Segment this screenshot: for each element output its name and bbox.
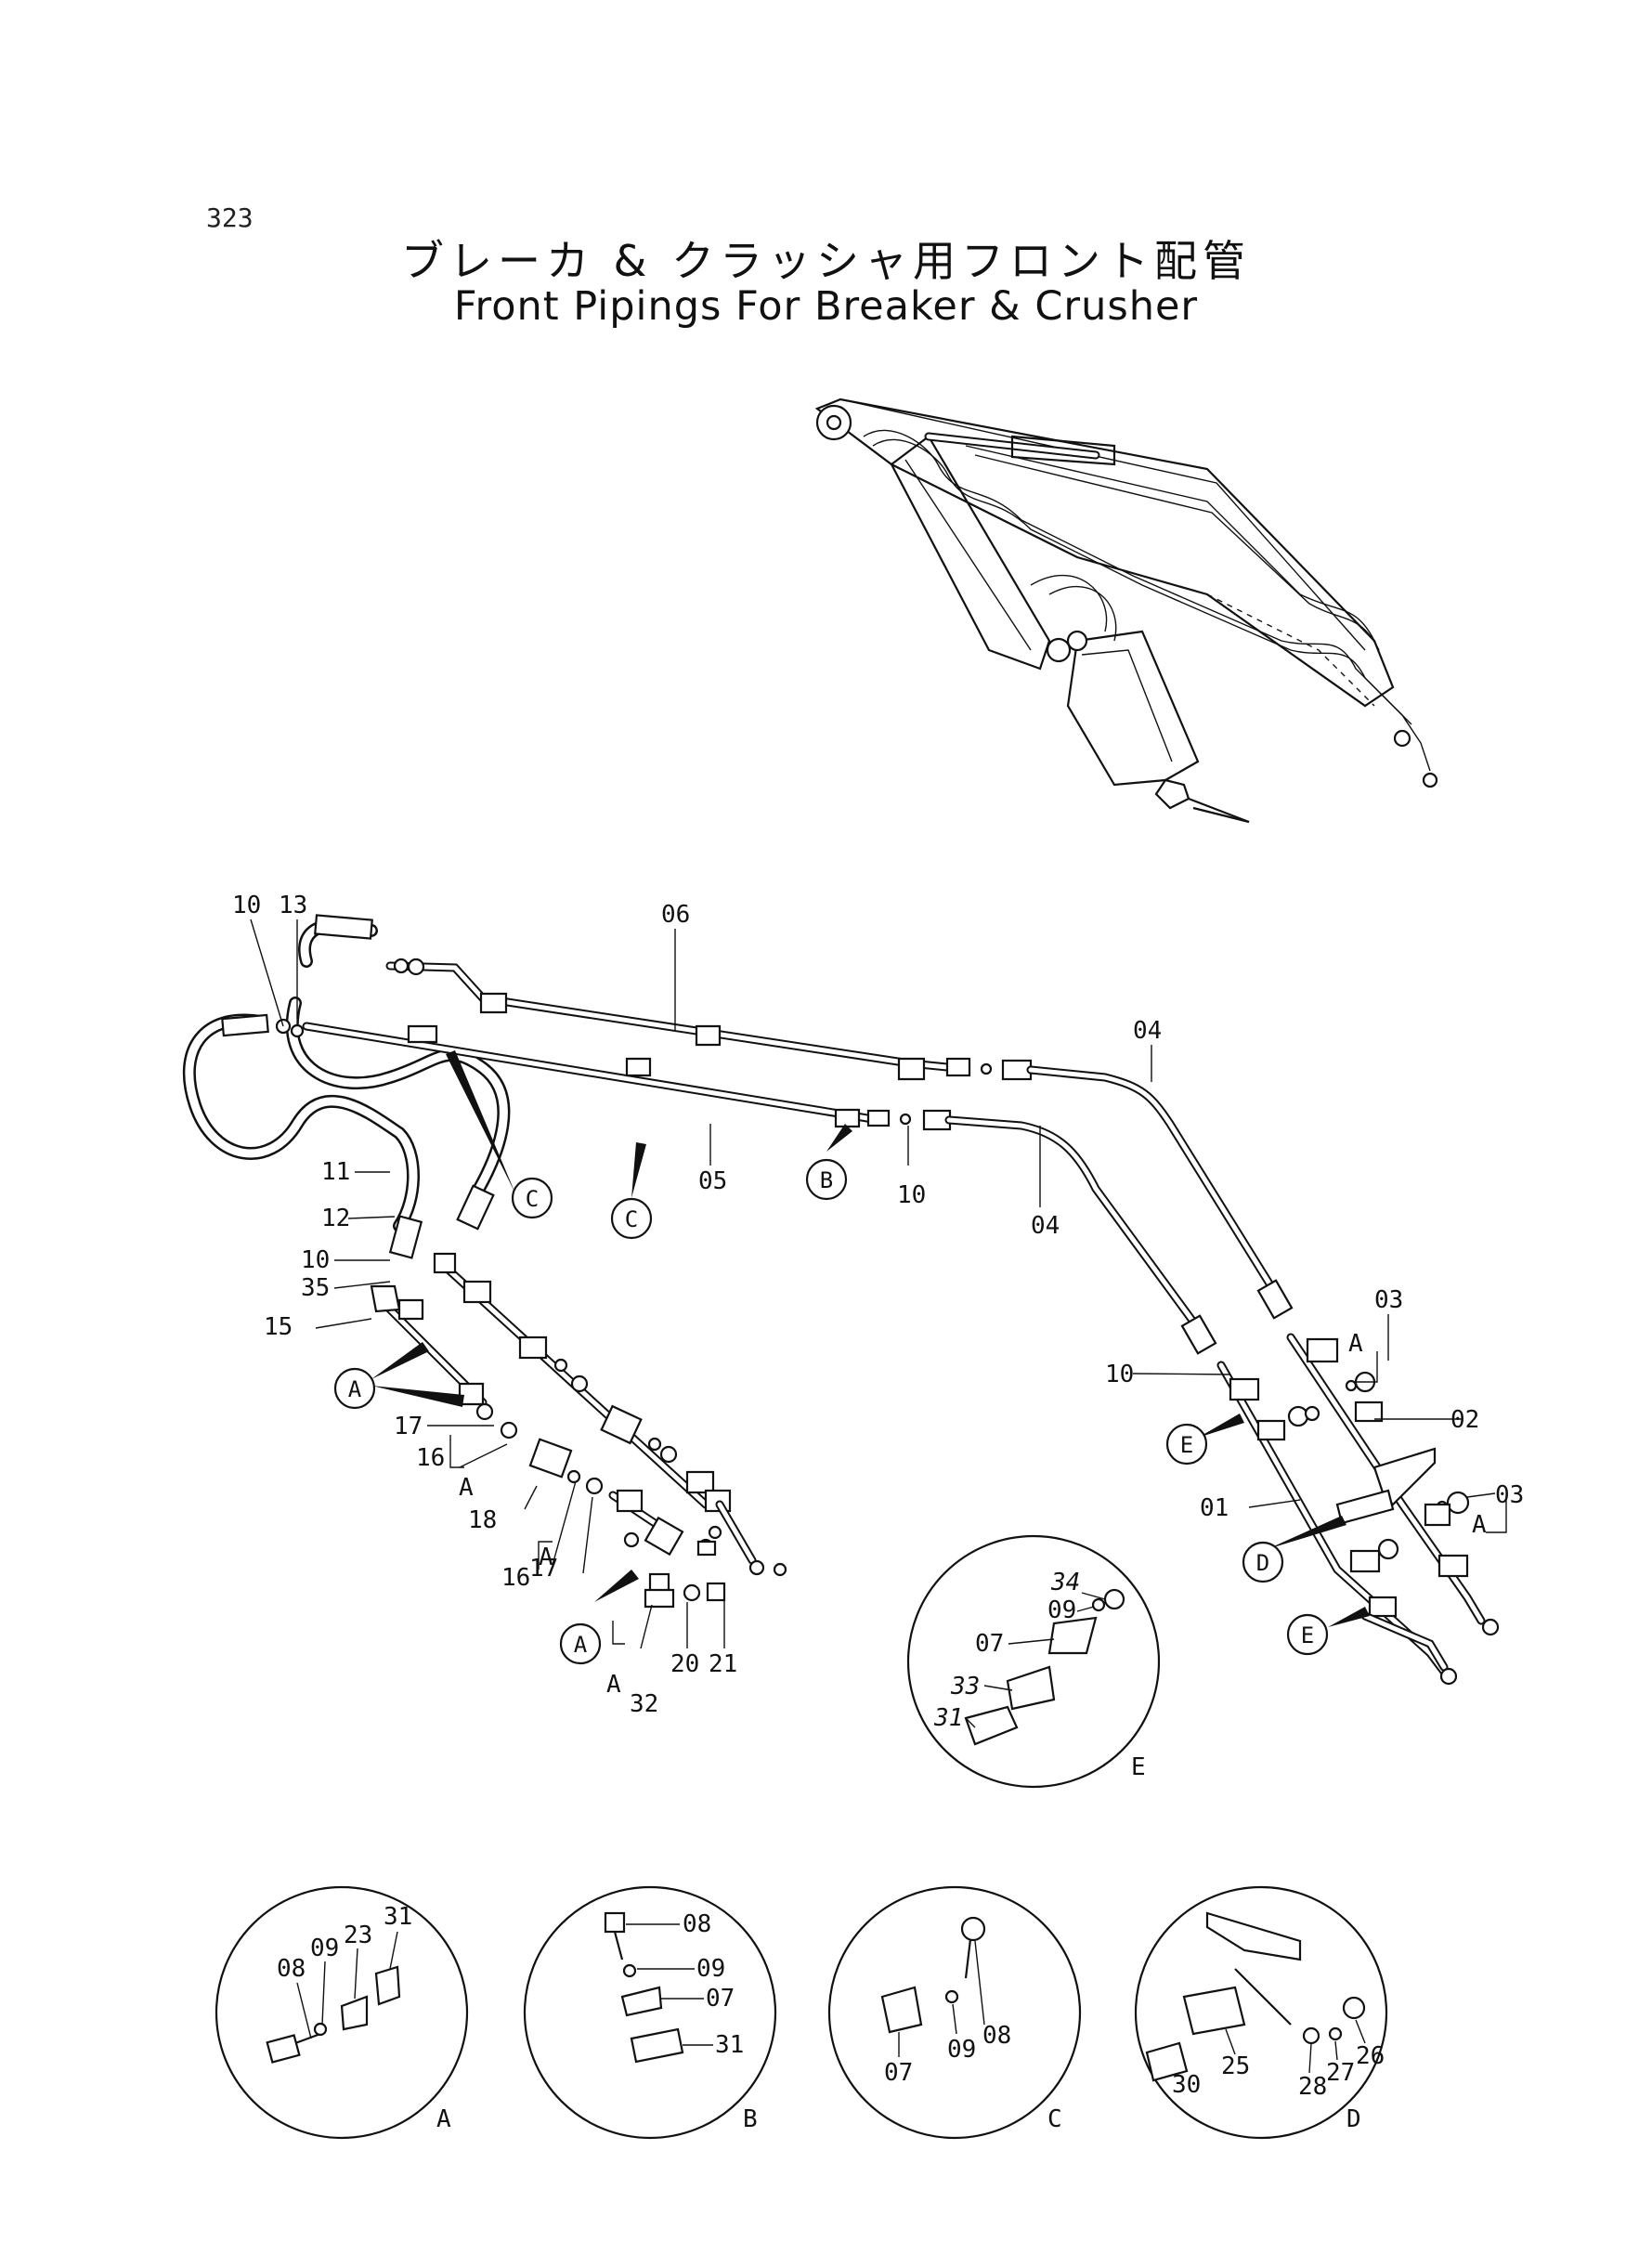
label-21: 21	[709, 1650, 737, 1678]
detail-b-label-31: 31	[715, 2031, 744, 2059]
detail-b-label-09: 09	[696, 1955, 725, 1983]
label-32: 32	[630, 1690, 658, 1718]
callout-e-upper: E	[1165, 1423, 1208, 1466]
label-04-upper: 04	[1133, 1017, 1162, 1045]
label-10-left: 10	[301, 1246, 330, 1274]
bracket-a-16-lower: A	[539, 1544, 553, 1571]
detail-c-label-08: 08	[982, 2022, 1011, 2050]
detail-e-label-34: 34	[1050, 1569, 1080, 1596]
detail-d-label-27: 27	[1326, 2059, 1355, 2087]
detail-circle-c: 09 08 07 C	[827, 1885, 1082, 2140]
callout-b: B	[805, 1158, 848, 1201]
bracket-a-16-upper: A	[459, 1474, 474, 1502]
svg-text:E: E	[1301, 1622, 1314, 1648]
detail-d-letter: D	[1346, 2105, 1361, 2133]
svg-text:C: C	[526, 1186, 539, 1212]
detail-c-letter: C	[1047, 2105, 1062, 2133]
label-17-upper: 17	[394, 1413, 423, 1440]
label-16-lower: 16	[501, 1564, 530, 1592]
detail-e-label-09: 09	[1047, 1596, 1076, 1624]
detail-a-label-23: 23	[344, 1922, 372, 1949]
label-01: 01	[1200, 1494, 1229, 1522]
svg-text:D: D	[1256, 1550, 1269, 1576]
svg-text:C: C	[625, 1206, 638, 1232]
callout-d: D	[1242, 1541, 1284, 1583]
label-35: 35	[301, 1274, 330, 1302]
svg-text:A: A	[574, 1632, 588, 1658]
detail-circle-e: 34 09 07 33 31 E	[906, 1534, 1161, 1789]
callout-e-lower: E	[1286, 1613, 1329, 1656]
detail-d-label-28: 28	[1298, 2073, 1327, 2101]
label-11: 11	[321, 1158, 350, 1186]
label-13: 13	[279, 892, 307, 919]
detail-b-label-07: 07	[706, 1985, 735, 2013]
label-10-right: 10	[1105, 1361, 1134, 1388]
detail-b-letter: B	[743, 2105, 758, 2133]
svg-text:A: A	[348, 1376, 362, 1402]
detail-circle-a: 08 09 23 31 A	[215, 1885, 469, 2140]
detail-c-label-07: 07	[884, 2059, 913, 2087]
label-06: 06	[661, 901, 690, 929]
bracket-a-03-upper: A	[1348, 1330, 1363, 1358]
label-20: 20	[670, 1650, 699, 1678]
label-17-lower: 17	[529, 1555, 558, 1583]
detail-d-label-30: 30	[1172, 2071, 1201, 2099]
label-02: 02	[1450, 1406, 1479, 1434]
label-10-mid: 10	[897, 1181, 926, 1209]
svg-text:B: B	[820, 1167, 833, 1193]
detail-e-label-33: 33	[950, 1673, 980, 1700]
label-18: 18	[468, 1506, 497, 1534]
label-03-lower: 03	[1495, 1481, 1524, 1509]
detail-circle-d: 27 26 25 30 28 D	[1134, 1885, 1388, 2140]
bracket-a-32: A	[606, 1671, 621, 1699]
detail-e-label-07: 07	[975, 1630, 1004, 1658]
detail-a-label-09: 09	[310, 1935, 339, 1962]
detail-circle-b: 08 09 07 31 B	[523, 1885, 777, 2140]
svg-text:E: E	[1180, 1432, 1193, 1458]
callout-a-lower: A	[559, 1622, 602, 1665]
page-title-english: Front Pipings For Breaker & Crusher	[453, 283, 1199, 330]
callout-a-left: A	[333, 1367, 376, 1410]
label-12: 12	[321, 1205, 350, 1232]
leader-lines	[250, 919, 1507, 1649]
label-15: 15	[264, 1313, 293, 1341]
page-number: 323	[206, 202, 254, 233]
detail-d-label-25: 25	[1221, 2052, 1250, 2080]
label-04-lower: 04	[1031, 1212, 1060, 1240]
bracket-a-03-lower: A	[1472, 1511, 1487, 1539]
detail-c-label-09: 09	[947, 2036, 976, 2064]
part-number-labels: 10 13 06 04 11 12 10 35 15 05 10 04 17 1…	[232, 892, 1524, 1718]
detail-b-label-08: 08	[683, 1910, 711, 1938]
label-10-top: 10	[232, 892, 261, 919]
detail-a-label-31: 31	[384, 1903, 412, 1931]
callout-c-left: C	[511, 1177, 553, 1219]
callout-markers: A A B C C D E	[333, 1158, 1329, 1665]
label-03-upper: 03	[1374, 1286, 1403, 1314]
label-16-upper: 16	[416, 1444, 445, 1472]
label-05: 05	[698, 1167, 727, 1195]
detail-a-letter: A	[436, 2105, 451, 2133]
detail-d-label-26: 26	[1356, 2042, 1385, 2070]
detail-a-label-08: 08	[277, 1955, 306, 1983]
detail-e-letter: E	[1131, 1753, 1146, 1781]
excavator-overview-illustration	[814, 397, 1438, 824]
page-title-japanese: ブレーカ & クラッシャ用フロント配管	[400, 236, 1252, 286]
front-piping-assembly	[182, 914, 1500, 1686]
detail-e-label-31: 31	[933, 1704, 963, 1732]
callout-c-mid: C	[610, 1197, 653, 1240]
